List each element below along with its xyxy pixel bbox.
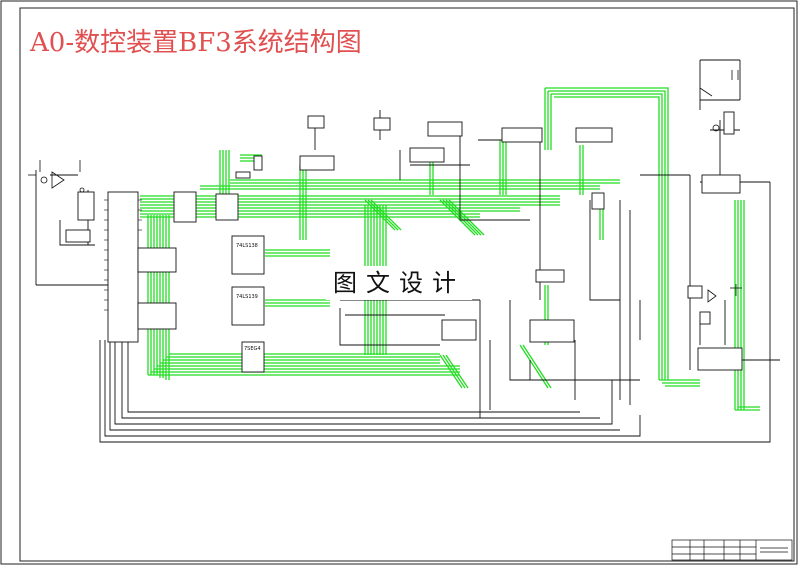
sensor-2 <box>307 115 325 129</box>
display-label: 7SEG4 <box>244 346 261 352</box>
analog-stage <box>28 160 85 193</box>
chip-left-2 <box>65 229 91 243</box>
chip-top-1 <box>299 155 335 171</box>
title-block <box>671 539 793 561</box>
relay-1 <box>723 111 735 135</box>
decoder-a-label: 74LS138 <box>236 243 258 249</box>
decoder-b-label: 74LS139 <box>236 294 258 300</box>
cpu-chip <box>107 191 139 343</box>
pin-marks <box>104 199 142 311</box>
connector-1 <box>253 155 263 171</box>
watermark: 图文设计 <box>326 266 472 300</box>
chip-top-2 <box>409 147 445 163</box>
decoder-a-chip <box>231 235 265 275</box>
chip-right-2 <box>697 347 743 371</box>
relay-2 <box>687 285 703 299</box>
drawing-title: A0-数控装置BF3系统结构图 <box>30 28 362 58</box>
components <box>65 111 743 373</box>
chip-top-4 <box>501 127 543 143</box>
chip-mid-3 <box>535 269 565 283</box>
black-wiring <box>35 59 780 443</box>
chip-mid-2 <box>529 319 575 343</box>
sensor-1 <box>373 117 391 131</box>
green-bus-lines <box>140 87 760 411</box>
chip-right-1 <box>701 174 741 194</box>
chip-4 <box>173 191 197 223</box>
chip-top-3 <box>427 121 463 137</box>
display-chip <box>241 341 265 373</box>
chip-mid-1 <box>441 319 477 341</box>
chip-left-1 <box>77 191 95 221</box>
chip-5 <box>215 193 239 221</box>
inner-frame <box>19 7 795 562</box>
connector-2 <box>235 171 251 179</box>
chip-right-3 <box>591 192 605 210</box>
chip-top-5 <box>575 127 613 143</box>
chip-2 <box>137 247 177 273</box>
supply-symbols <box>699 70 742 303</box>
chip-3 <box>137 302 177 330</box>
decoder-b-chip <box>231 286 265 326</box>
relay-3 <box>699 311 711 325</box>
